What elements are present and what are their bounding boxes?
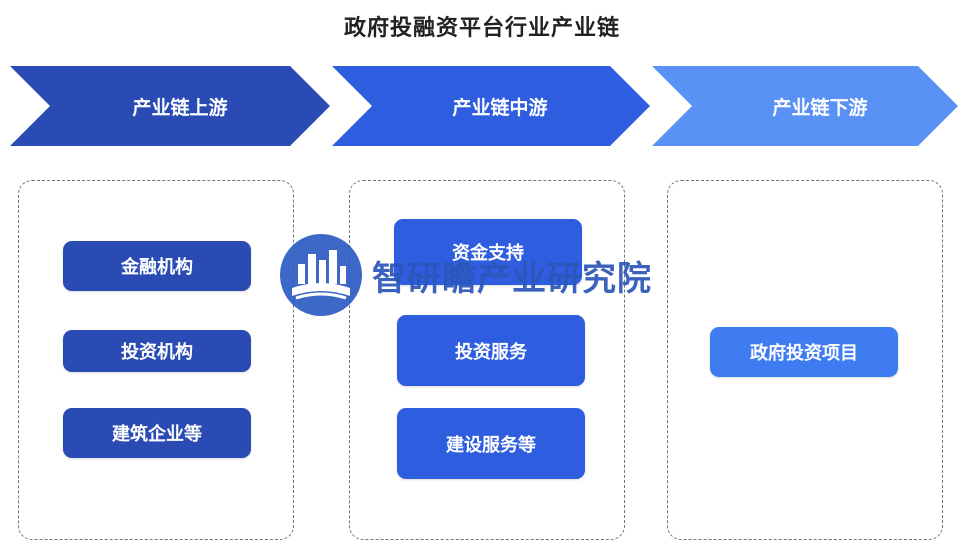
chevron-downstream: [652, 66, 958, 146]
watermark: 智研瞻产业研究院: [278, 232, 652, 318]
stage-label-midstream: 产业链中游: [452, 97, 548, 119]
downstream-column: [667, 180, 943, 540]
watermark-text: 智研瞻产业研究院: [372, 258, 652, 299]
city-book-logo-icon: [280, 234, 362, 316]
upstream-item-investment-institutions: 投资机构: [63, 330, 251, 372]
stage-label-downstream: 产业链下游: [772, 97, 868, 119]
midstream-item-funding-support: 资金支持: [394, 219, 582, 285]
upstream-item-construction-firms: 建筑企业等: [63, 408, 251, 458]
midstream-column: [349, 180, 625, 540]
diagram-title: 政府投融资平台行业产业链: [343, 16, 620, 41]
stage-label-upstream: 产业链上游: [132, 97, 228, 119]
midstream-item-construction-services: 建设服务等: [397, 408, 585, 479]
chevron-upstream: [10, 66, 330, 146]
downstream-item-government-projects: 政府投资项目: [710, 327, 898, 377]
upstream-column: [18, 180, 294, 540]
midstream-item-investment-services: 投资服务: [397, 315, 585, 386]
chevron-midstream: [332, 66, 650, 146]
stage-chevrons: [10, 66, 958, 146]
upstream-item-financial-institutions: 金融机构: [63, 241, 251, 291]
